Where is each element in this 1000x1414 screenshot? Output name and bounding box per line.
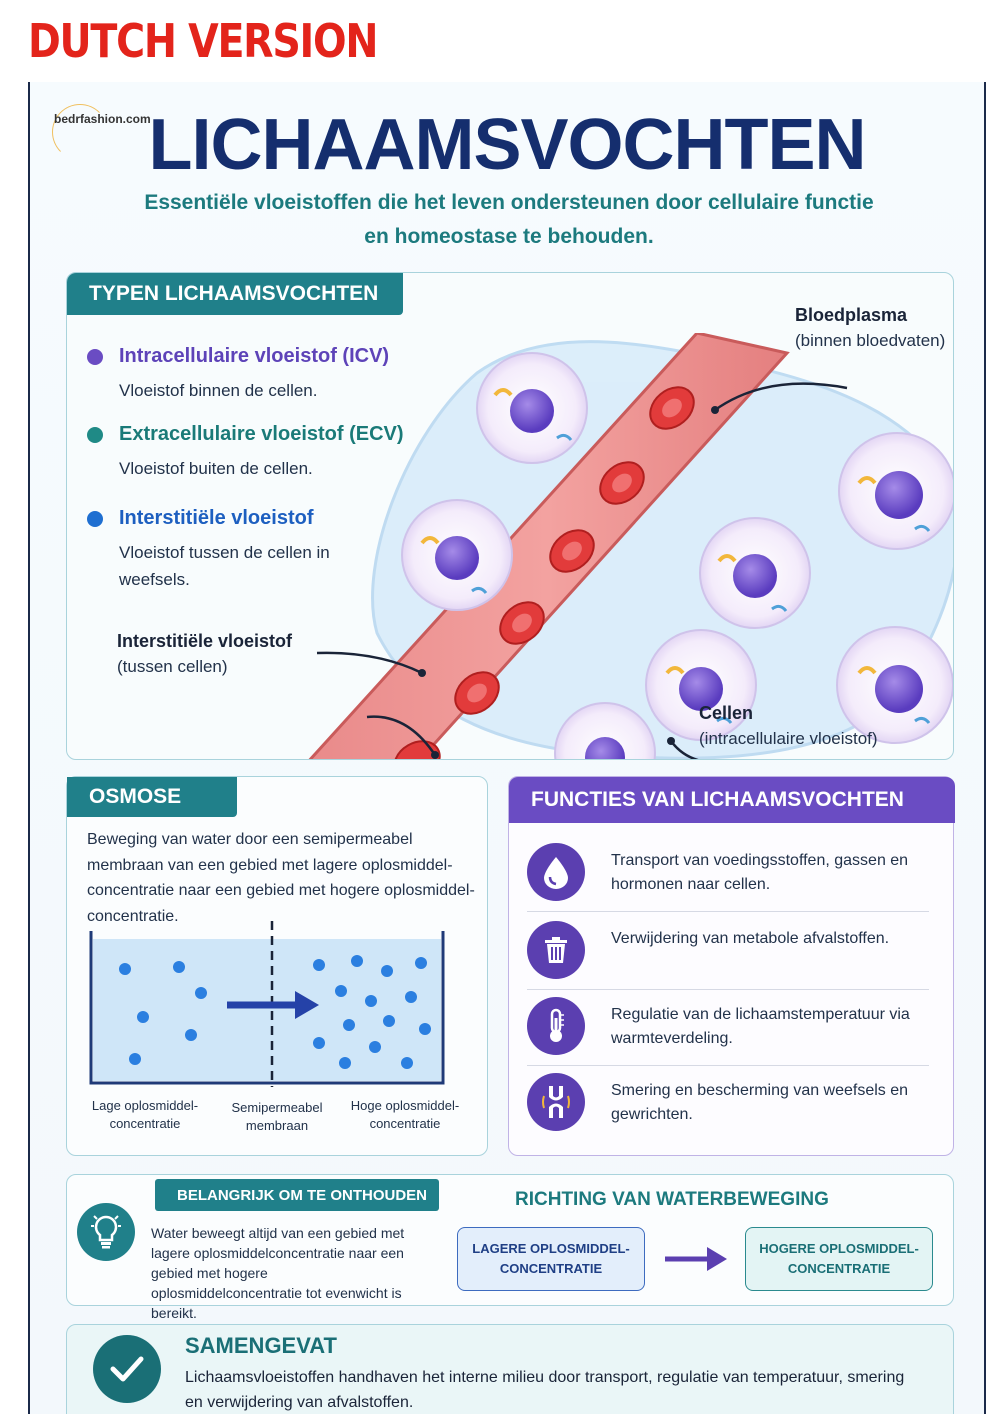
summary-section: SAMENGEVAT Lichaamsvloeistoffen handhave… [66, 1324, 954, 1414]
label-high-concentration: Hoge oplosmiddel- concentratie [343, 1097, 467, 1133]
function-removal: Verwijdering van metabole afvalstoffen. [527, 913, 929, 987]
label-membrane-line-2: membraan [245, 1118, 309, 1133]
type-interstitial-desc: Vloeistof tussen de cellen in weefsels. [119, 543, 330, 589]
cell-1 [476, 352, 588, 464]
language-banner: DUTCH VERSION [28, 14, 378, 68]
callout-interstitial-title: Interstitiële vloeistof [117, 631, 293, 651]
tissue-illustration [308, 333, 953, 759]
callout-interstitial: Interstitiële vloeistof (tussen cellen) [117, 629, 292, 679]
label-low-line-1: Lage oplosmiddel- [91, 1098, 199, 1113]
direction-heading: RICHTING VAN WATERBEWEGING [515, 1189, 829, 1210]
trash-icon [527, 921, 585, 979]
page-subtitle: Essentiële vloeistoffen die het leven on… [144, 191, 874, 248]
function-divider [527, 1065, 929, 1066]
label-high-line-2: concentratie [369, 1116, 441, 1131]
label-membrane-line-1: Semipermeabel [231, 1100, 323, 1115]
logo: bedrfashion.com [54, 112, 151, 126]
type-icv-desc: Vloeistof binnen de cellen. [119, 381, 318, 400]
red-blood-cells [393, 386, 695, 759]
label-low-concentration: Lage oplosmiddel- concentratie [85, 1097, 205, 1133]
label-high-line-1: Hoge oplosmiddel- [350, 1098, 460, 1113]
infographic-poster: bedrfashion.com LICHAAMSVOCHTEN Essentië… [28, 82, 986, 1414]
joint-icon [527, 1073, 585, 1131]
function-temperature-text: Regulatie van de lichaamstemperatuur via… [611, 1006, 910, 1047]
osmosis-beaker-diagram [89, 921, 445, 1087]
cell-6 [836, 626, 953, 744]
important-heading: BELANGRIJK OM TE ONTHOUDEN [155, 1179, 439, 1211]
callout-interstitial-sub: (tussen cellen) [117, 657, 228, 676]
direction-to-line-1: HOGERE OPLOSMIDDEL- [759, 1241, 919, 1256]
direction-to-box: HOGERE OPLOSMIDDEL- CONCENTRATIE [745, 1227, 933, 1291]
type-ecv-title: Extracellulaire vloeistof (ECV) [119, 423, 404, 445]
right-arrow-icon [665, 1247, 727, 1271]
type-interstitial-title: Interstitiële vloeistof [119, 507, 314, 529]
lightbulb-icon [77, 1203, 135, 1261]
checkmark-icon [93, 1335, 161, 1403]
callout-cells-sub: (intracellulaire vloeistof) [699, 729, 878, 748]
ecv-dot [87, 427, 103, 443]
important-section: BELANGRIJK OM TE ONTHOUDEN Water beweegt… [66, 1174, 954, 1321]
osmose-section: OSMOSE Beweging van water door een semip… [66, 776, 488, 1156]
direction-to-line-2: CONCENTRATIE [787, 1261, 891, 1276]
function-lubrication: Smering en bescherming van weefsels en g… [527, 1065, 929, 1139]
important-text: Water beweegt altijd van een gebied met … [151, 1225, 405, 1321]
function-removal-text: Verwijdering van metabole afvalstoffen. [611, 930, 890, 947]
types-heading: TYPEN LICHAAMSVOCHTEN [67, 273, 403, 315]
function-lubrication-text: Smering en bescherming van weefsels en g… [611, 1082, 909, 1123]
interstitial-dot [87, 511, 103, 527]
function-temperature: Regulatie van de lichaamstemperatuur via… [527, 989, 929, 1063]
summary-text: Lichaamsvloeistoffen handhaven het inter… [185, 1369, 905, 1411]
callout-plasma-title: Bloedplasma [795, 305, 908, 325]
callout-plasma-sub: (binnen bloedvaten) [795, 331, 946, 350]
label-membrane: Semipermeabel membraan [227, 1099, 327, 1135]
function-divider [527, 911, 929, 912]
cell-5 [645, 629, 757, 741]
logo-ring [52, 104, 108, 160]
callout-cells-title: Cellen [699, 703, 754, 723]
functions-heading: FUNCTIES VAN LICHAAMSVOCHTEN [509, 777, 955, 823]
functions-section: FUNCTIES VAN LICHAAMSVOCHTEN Transport v… [508, 776, 955, 1156]
callout-plasma: Bloedplasma (binnen bloedvaten) [795, 303, 945, 353]
function-divider [527, 989, 929, 990]
function-transport: Transport van voedingsstoffen, gassen en… [527, 835, 929, 909]
type-icv-title: Intracellulaire vloeistof (ICV) [119, 345, 390, 367]
thermometer-icon [527, 997, 585, 1055]
types-section: TYPEN LICHAAMSVOCHTEN [66, 272, 954, 760]
osmose-heading: OSMOSE [67, 777, 237, 817]
direction-from-line-2: CONCENTRATIE [499, 1261, 603, 1276]
direction-from-box: LAGERE OPLOSMIDDEL- CONCENTRATIE [457, 1227, 645, 1291]
page-title: LICHAAMSVOCHTEN [148, 105, 867, 185]
cell-7 [554, 702, 656, 759]
callout-cells: Cellen (intracellulaire vloeistof) [699, 701, 878, 751]
cell-3 [699, 517, 811, 629]
label-low-line-2: concentratie [109, 1116, 181, 1131]
cell-4 [838, 432, 953, 550]
red-blood-cell-centers [467, 398, 682, 703]
summary-heading: SAMENGEVAT [185, 1333, 337, 1358]
direction-from-line-1: LAGERE OPLOSMIDDEL- [472, 1241, 630, 1256]
cell-2 [401, 499, 513, 611]
type-ecv-desc: Vloeistof buiten de cellen. [119, 459, 313, 478]
function-transport-text: Transport van voedingsstoffen, gassen en… [611, 852, 909, 893]
icv-dot [87, 349, 103, 365]
water-drop-icon [527, 843, 585, 901]
osmose-description: Beweging van water door een semipermeabe… [87, 831, 475, 925]
